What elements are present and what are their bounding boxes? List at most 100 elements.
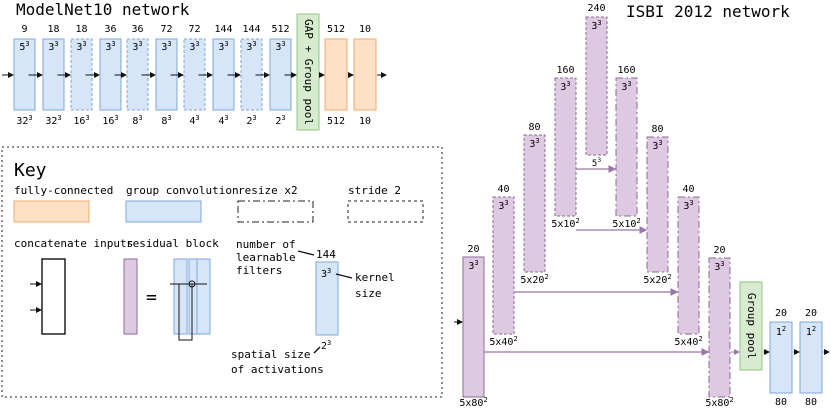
mn-gap-pool-label: GAP + Group pool <box>302 19 315 125</box>
isbi-kernel-label: 33 <box>529 137 539 150</box>
mn-filter-label: 144 <box>214 24 232 35</box>
isbi-kernel-label: 33 <box>652 139 662 152</box>
key-residual-skip-path <box>178 284 193 341</box>
modelnet-network: 9533231833323183316336331633633837233837… <box>2 13 387 131</box>
key-of-activations-label: of activations <box>231 363 324 376</box>
isbi-decoder-block <box>708 257 731 398</box>
mn-filter-label: 72 <box>160 24 172 35</box>
mn-kernel-label: 33 <box>246 40 256 53</box>
isbi-encoder-block <box>492 196 515 335</box>
isbi-encoder-block <box>462 256 485 398</box>
isbi-fc-block <box>799 321 823 394</box>
key-filters-label: filters <box>236 264 282 277</box>
isbi-filter-label: 160 <box>556 65 574 76</box>
key-residual-conv-1 <box>173 258 188 335</box>
mn-kernel-label: 33 <box>189 40 199 53</box>
isbi-bottleneck-block <box>585 16 608 156</box>
isbi-kernel-label: 33 <box>591 19 601 32</box>
key-size-label: size <box>355 287 382 300</box>
key-panel: Key fully-connected group convolution re… <box>1 146 443 398</box>
isbi-fc-kernel: 12 <box>806 325 816 338</box>
mn-fc-bottom-label: 10 <box>359 116 371 127</box>
mn-kernel-label: 33 <box>275 40 285 53</box>
key-equals: = <box>146 287 157 308</box>
key-concatenate-box <box>41 258 66 335</box>
key-example-filters: 144 <box>316 248 336 261</box>
isbi-filter-label: 80 <box>528 122 540 133</box>
mn-spatial-label: 163 <box>73 114 89 127</box>
key-learnable-label: learnable <box>236 251 296 264</box>
isbi-filter-label: 40 <box>497 184 509 195</box>
isbi-spatial-label: 5x402 <box>674 335 702 348</box>
key-group-convolution-label: group convolution <box>126 184 239 197</box>
mn-filter-label: 9 <box>21 24 27 35</box>
key-residual-label: residual block <box>126 237 219 250</box>
mn-spatial-label: 83 <box>132 114 142 127</box>
mn-spatial-label: 23 <box>246 114 256 127</box>
isbi-fc-top-label: 20 <box>775 308 787 319</box>
mn-spatial-label: 43 <box>189 114 199 127</box>
key-spatial-size-label: spatial size <box>231 348 310 361</box>
key-example-conv-block <box>315 261 339 336</box>
mn-kernel-label: 33 <box>105 40 115 53</box>
mn-fc-block <box>353 38 377 111</box>
mn-spatial-label: 163 <box>102 114 118 127</box>
mn-filter-label: 512 <box>271 24 289 35</box>
mn-kernel-label: 33 <box>218 40 228 53</box>
isbi-spatial-label: 5x102 <box>551 217 579 230</box>
isbi-filter-label: 80 <box>651 124 663 135</box>
isbi-group-pool-label: Group pool <box>745 293 758 359</box>
mn-fc-top-label: 10 <box>359 24 371 35</box>
isbi-spatial-label: 5x202 <box>643 273 671 286</box>
mn-kernel-label: 53 <box>19 40 29 53</box>
isbi-fc-kernel: 12 <box>776 325 786 338</box>
mn-spatial-label: 43 <box>218 114 228 127</box>
isbi-filter-label: 20 <box>467 244 479 255</box>
isbi-group-pool-block <box>739 281 763 371</box>
isbi-filter-label: 40 <box>682 184 694 195</box>
isbi-title: ISBI 2012 network <box>626 2 790 21</box>
isbi-spatial-label: 5x802 <box>705 396 733 409</box>
key-frame <box>1 146 443 398</box>
mn-filter-label: 36 <box>104 24 116 35</box>
mn-filter-label: 18 <box>75 24 87 35</box>
modelnet-title: ModelNet10 network <box>16 0 190 19</box>
isbi-encoder-block <box>554 77 577 217</box>
isbi-fc-top-label: 20 <box>805 308 817 319</box>
key-spatial-pointer <box>313 346 321 354</box>
isbi-decoder-block <box>646 136 669 273</box>
key-kernel-pointer <box>335 273 353 279</box>
mn-kernel-label: 33 <box>48 40 58 53</box>
isbi-encoder-block <box>523 134 546 273</box>
isbi-fc-bottom-label: 80 <box>775 397 787 408</box>
mn-spatial-label: 323 <box>16 114 32 127</box>
key-number-of-label: number of <box>236 238 296 251</box>
key-stride-label: stride 2 <box>348 184 401 197</box>
key-stride-swatch <box>347 200 424 223</box>
key-filters-pointer <box>297 250 315 256</box>
mn-kernel-label: 33 <box>132 40 142 53</box>
key-resize-swatch <box>237 200 314 223</box>
mn-spatial-label: 23 <box>275 114 285 127</box>
isbi-filter-label: 240 <box>587 3 605 14</box>
mn-filter-label: 36 <box>131 24 143 35</box>
isbi-decoder-block <box>615 77 638 217</box>
isbi-kernel-label: 33 <box>714 260 724 273</box>
isbi-kernel-label: 33 <box>498 199 508 212</box>
isbi-bottleneck-size: 53 <box>592 157 601 169</box>
key-title: Key <box>14 160 47 181</box>
mn-filter-label: 18 <box>47 24 59 35</box>
isbi-filter-label: 160 <box>617 65 635 76</box>
key-residual-conv-3 <box>196 258 211 335</box>
mn-filter-label: 144 <box>242 24 260 35</box>
mn-kernel-label: 33 <box>76 40 86 53</box>
key-fully-connected-swatch <box>13 200 90 223</box>
isbi-network: 20 33 5x802 40 33 5x402 80 33 5x202 160 33 5x102 240… <box>454 3 830 409</box>
isbi-fc-bottom-label: 80 <box>805 397 817 408</box>
mn-filter-label: 72 <box>188 24 200 35</box>
isbi-spatial-label: 5x102 <box>612 217 640 230</box>
isbi-kernel-label: 33 <box>560 80 570 93</box>
mn-fc-bottom-label: 512 <box>327 116 345 127</box>
mn-spatial-label: 83 <box>161 114 171 127</box>
